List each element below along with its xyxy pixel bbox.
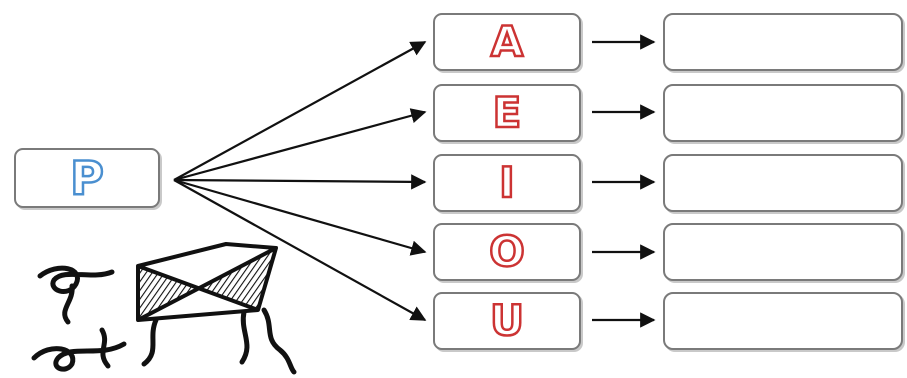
- vowel-letter: U: [489, 296, 526, 345]
- answer-box-a[interactable]: [663, 13, 903, 71]
- kite-icon: [31, 242, 297, 375]
- vowel-card-i: I: [433, 154, 581, 212]
- vowel-card-u: U: [433, 292, 581, 350]
- arrow-p-to-e: [173, 108, 427, 182]
- vowel-letter: A: [489, 17, 524, 66]
- arrow-p-to-o: [173, 178, 427, 256]
- source-letter: P: [69, 151, 105, 205]
- vowel-letter: E: [491, 88, 522, 137]
- vowel-card-o: O: [433, 223, 581, 281]
- vowel-card-e: E: [433, 84, 581, 142]
- answer-box-e[interactable]: [663, 84, 903, 142]
- vowel-letter: O: [488, 227, 526, 276]
- vowel-card-a: A: [433, 13, 581, 71]
- answer-box-u[interactable]: [663, 292, 903, 350]
- vowel-letter: I: [498, 158, 516, 207]
- source-letter-card: P: [14, 148, 160, 208]
- arrow-p-to-u: [173, 179, 427, 321]
- answer-box-o[interactable]: [663, 223, 903, 281]
- answer-box-i[interactable]: [663, 154, 903, 212]
- arrow-p-to-i: [173, 174, 427, 190]
- arrow-p-to-a: [173, 41, 427, 181]
